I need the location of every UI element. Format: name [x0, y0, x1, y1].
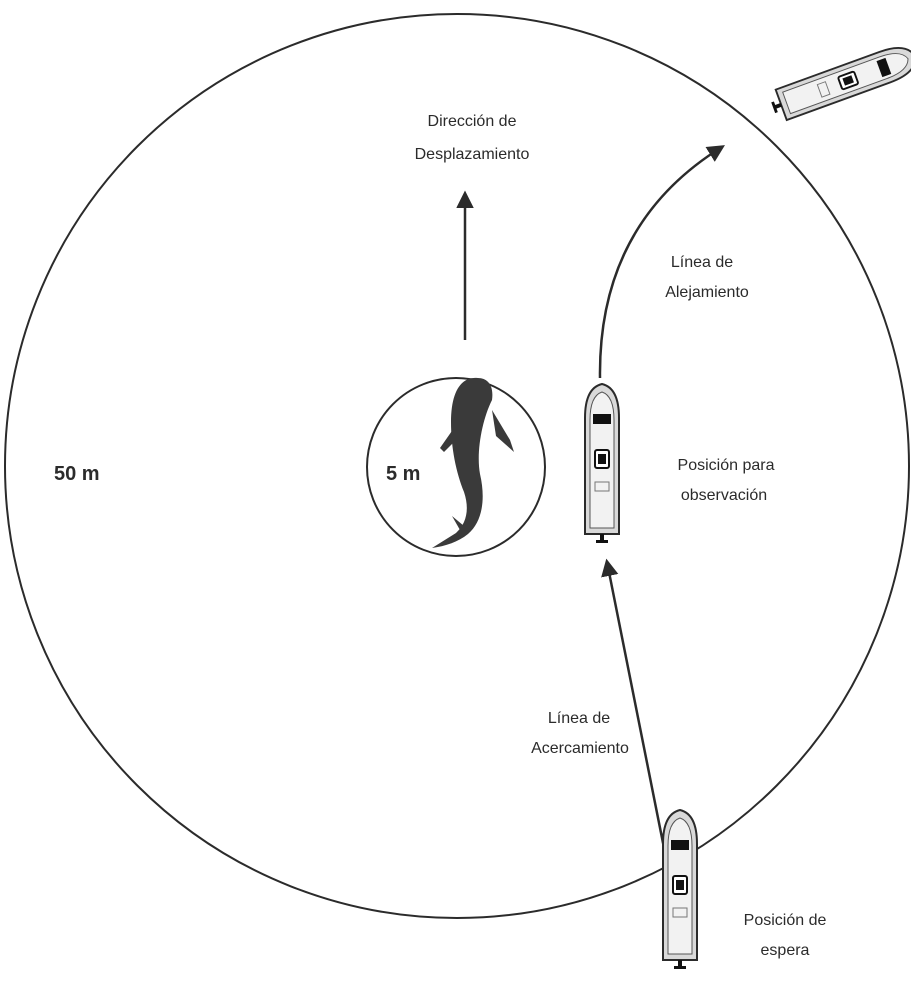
waiting-position-label-line2: espera [761, 942, 810, 959]
travel-direction-label-line2: Desplazamiento [415, 146, 530, 163]
observation-position-label-line2: observación [681, 487, 767, 504]
travel-direction-label-line1: Dirección de [428, 113, 517, 130]
departure-line-label-line2: Alejamiento [665, 284, 749, 301]
departure-line-label-line1: Línea de [671, 254, 733, 271]
outer-50m-zone [4, 13, 910, 919]
waiting-position-label-line1: Posición de [744, 912, 827, 929]
observation-position-label-line1: Posición para [678, 457, 775, 474]
boat-icon [662, 809, 698, 970]
approach-line-label-line2: Acercamiento [531, 740, 629, 757]
inner-5m-zone [366, 377, 546, 557]
inner-radius-label: 5 m [386, 463, 420, 485]
approach-line-arrow [601, 558, 670, 869]
outer-radius-label: 50 m [54, 463, 100, 485]
approach-line-label-line1: Línea de [548, 710, 610, 727]
whale-shark-icon [432, 377, 514, 548]
boat-icon [584, 383, 620, 544]
departure-line-arrow [598, 145, 725, 379]
boat-icon [766, 39, 911, 124]
